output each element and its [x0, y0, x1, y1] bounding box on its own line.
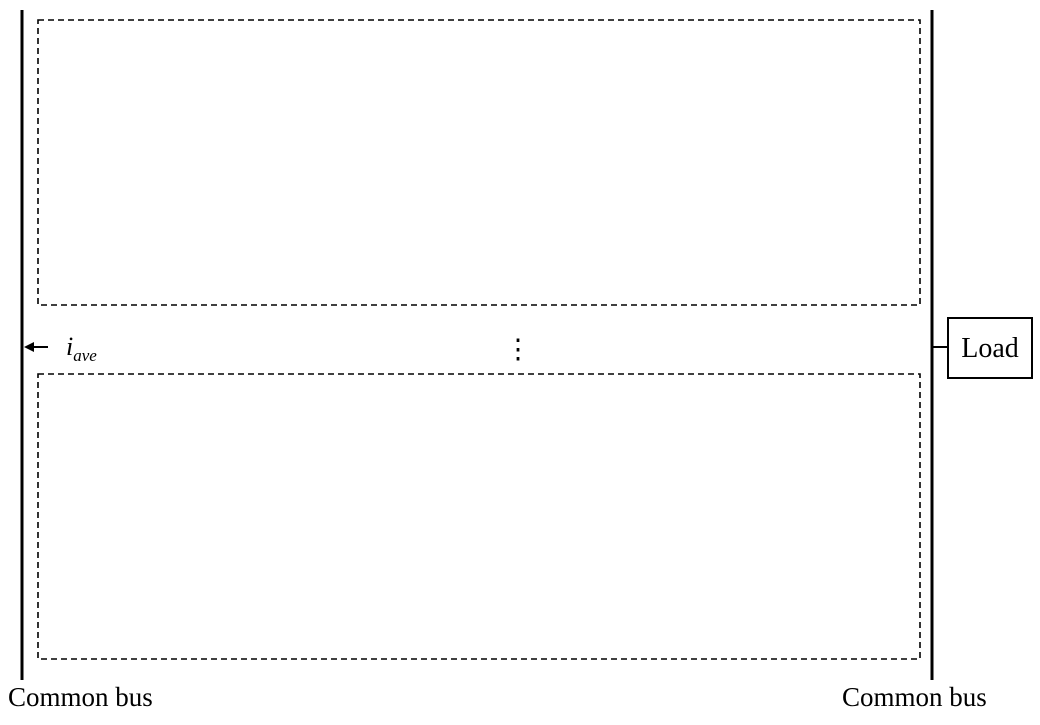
load-block	[947, 317, 1033, 379]
common-bus-right-label: Common bus	[842, 682, 987, 712]
dg-unit-n: Vref + + VoN − Voltage controller + + Ve…	[37, 373, 921, 660]
iave-feedback-arrowhead	[24, 342, 34, 352]
units-ellipsis: ⋮	[505, 334, 532, 364]
common-bus-left-label: Common bus	[8, 682, 153, 712]
dg-unit-1: Vref + + Vo1 − Voltage controller + + Ve…	[37, 19, 921, 306]
dg-unit-boundary: Vref + + Vo1 − Voltage controller + + Ve…	[37, 19, 921, 306]
iave-feedback-label: iave	[66, 332, 97, 365]
load-label: Load	[961, 333, 1019, 364]
dg-unit-boundary: Vref + + VoN − Voltage controller + + Ve…	[37, 373, 921, 660]
